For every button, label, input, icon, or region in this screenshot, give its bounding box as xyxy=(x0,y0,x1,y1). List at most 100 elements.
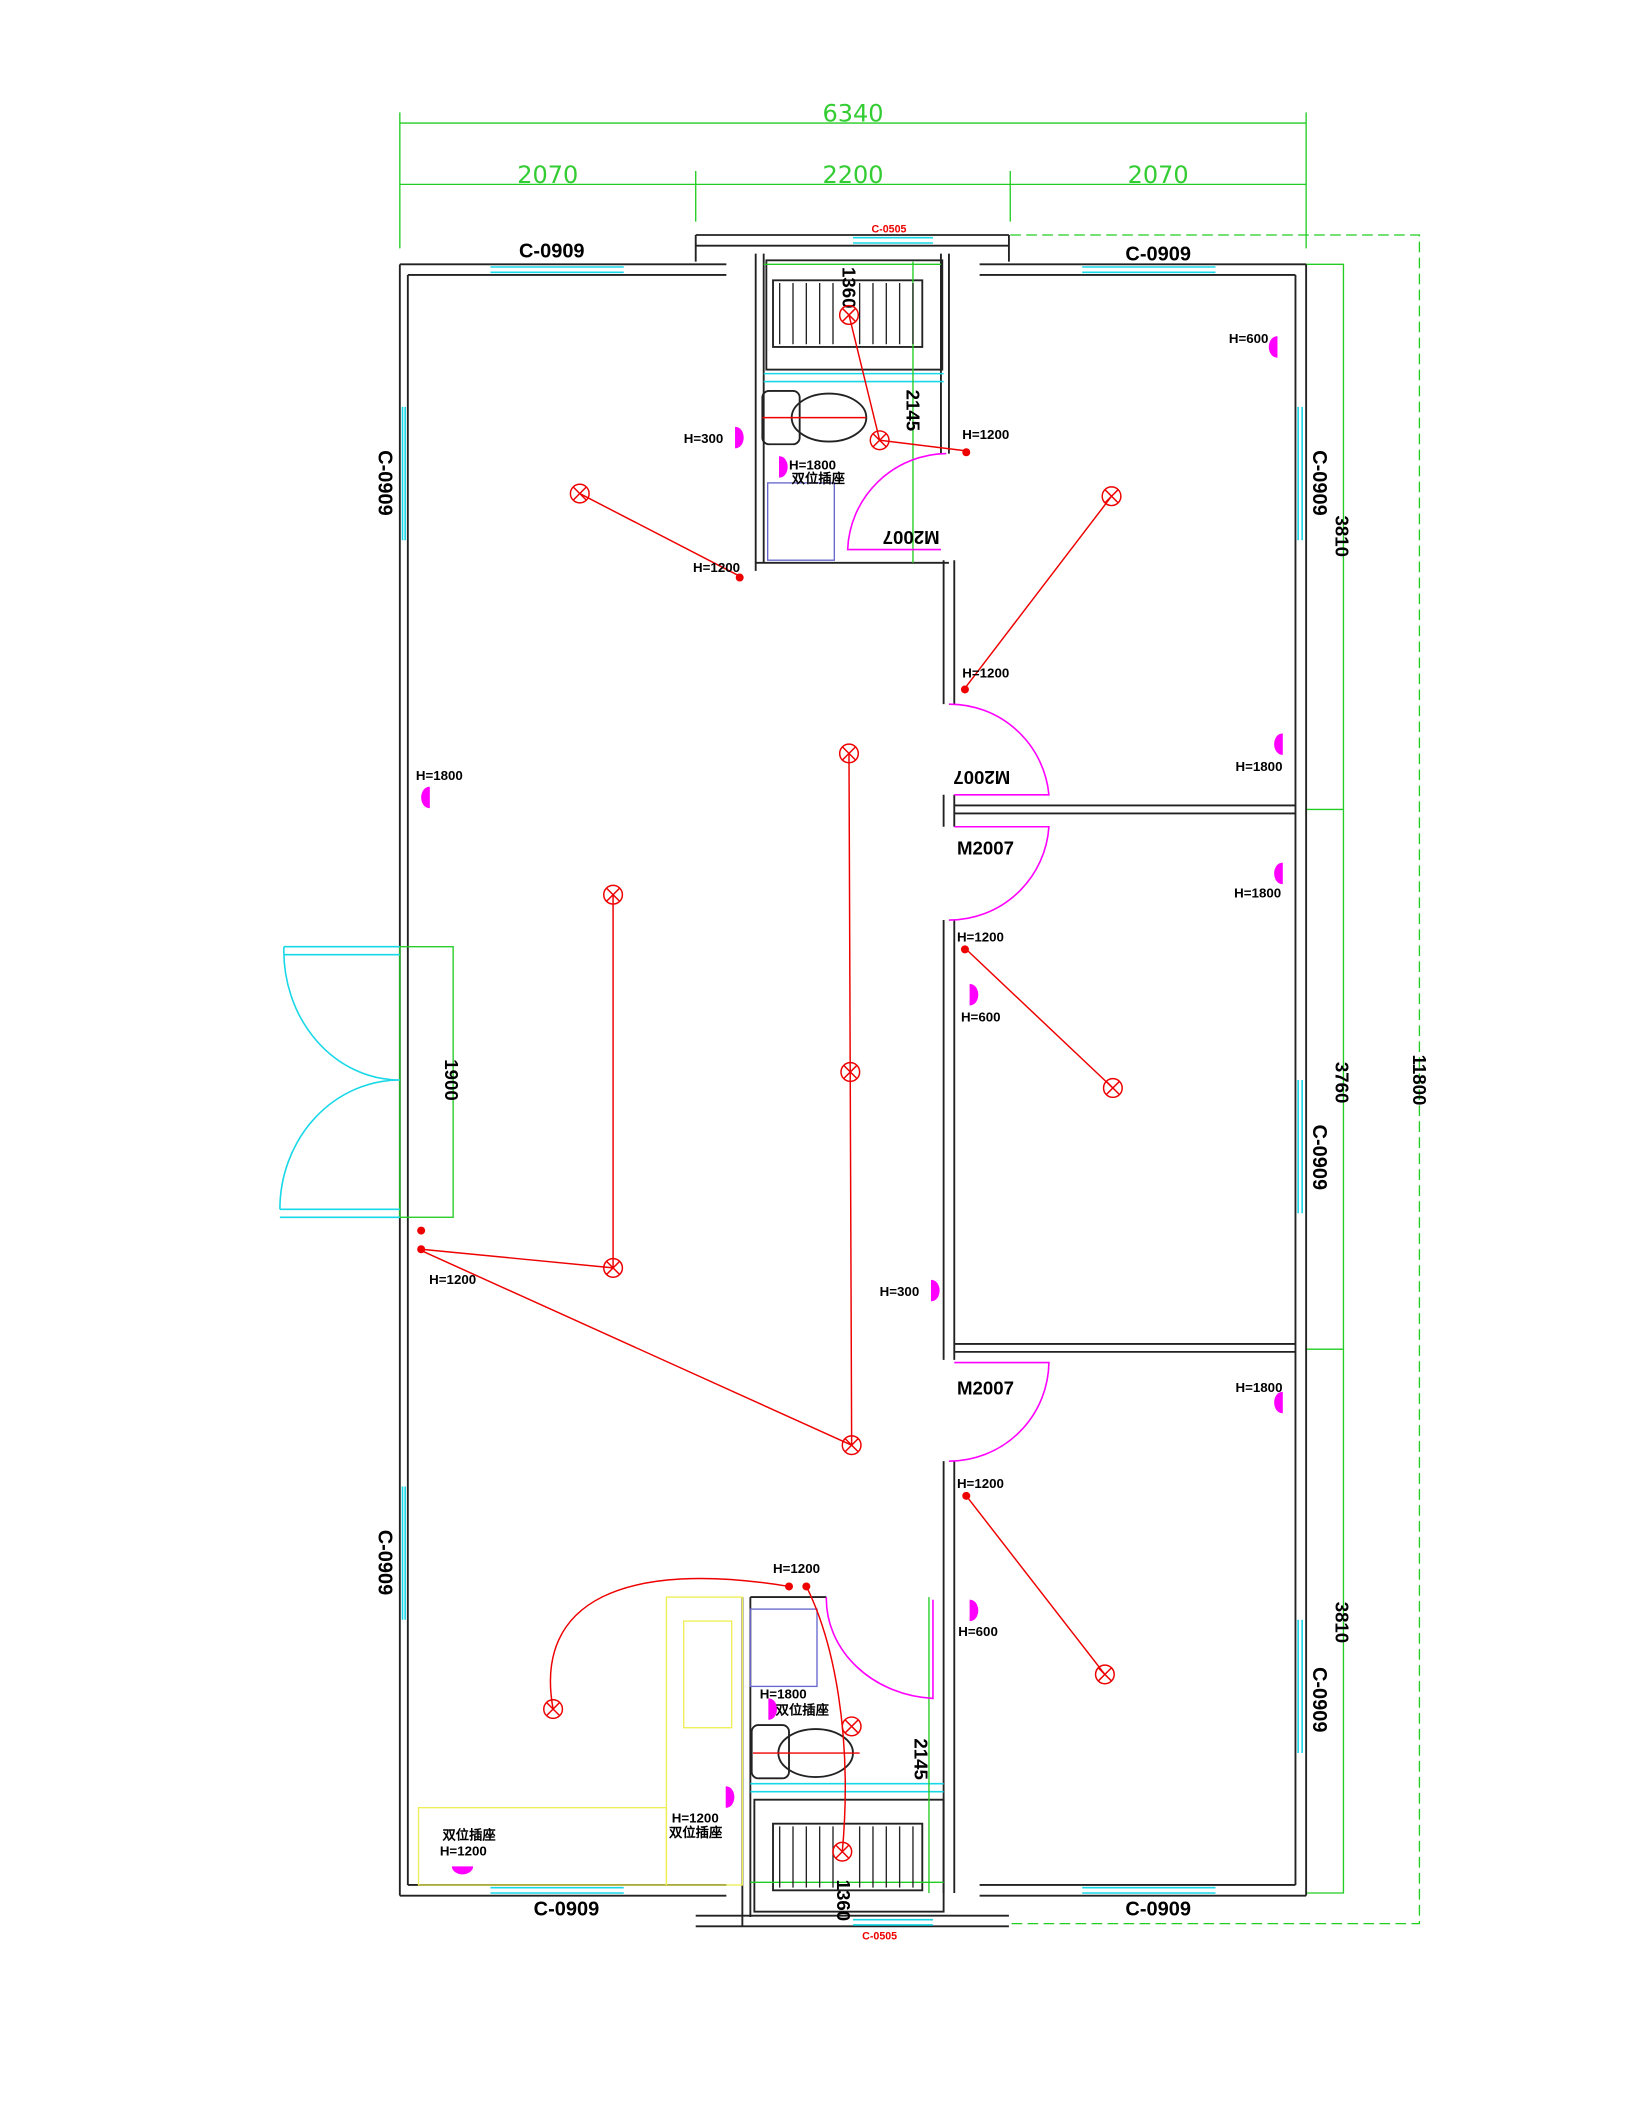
door-room1-label: M2007 xyxy=(953,767,1010,788)
height-label: H=1200 xyxy=(693,560,740,575)
ceiling-light-icon xyxy=(1101,486,1122,507)
height-label: H=1200 xyxy=(672,1810,719,1825)
socket-type-label: 双位插座 xyxy=(776,1701,830,1717)
height-label: H=600 xyxy=(1229,331,1269,346)
window-top-right-label: C-0909 xyxy=(1125,243,1191,265)
sink-icon xyxy=(767,482,835,561)
socket-icon xyxy=(969,1599,979,1622)
ceiling-light-icon xyxy=(603,884,624,905)
window-bath-top-label: C-0505 xyxy=(871,223,906,235)
counter xyxy=(417,1807,668,1886)
socket-icon xyxy=(969,984,979,1006)
window-bottom-left-label: C-0909 xyxy=(534,1899,600,1921)
switch-icon xyxy=(960,945,969,954)
dim-top-mid: 2200 xyxy=(822,161,883,189)
dim-top-right: 2070 xyxy=(1128,161,1189,189)
socket-icon xyxy=(735,426,744,449)
ceiling-lights xyxy=(543,304,1123,1862)
door-room3-label: M2007 xyxy=(957,1378,1014,1399)
socket-icon xyxy=(1274,862,1283,885)
ceiling-light-icon xyxy=(1094,1664,1115,1685)
socket-icon xyxy=(451,1866,474,1875)
ceiling-light-icon xyxy=(869,430,890,451)
dim-bath-bottom-height: 2145 xyxy=(910,1738,931,1779)
height-label: H=1200 xyxy=(962,427,1009,442)
height-label: H=1200 xyxy=(957,929,1004,944)
height-label: H=1800 xyxy=(760,1686,807,1701)
sink-icon xyxy=(749,1608,818,1688)
ceiling-light-icon xyxy=(838,304,860,326)
height-label: H=1800 xyxy=(416,768,463,783)
height-label: H=1800 xyxy=(1235,759,1282,774)
ceiling-light-icon xyxy=(841,1435,862,1456)
dim-bath-top-height: 2145 xyxy=(902,390,923,431)
height-label: H=1200 xyxy=(773,1561,820,1576)
height-label: H=1200 xyxy=(957,1476,1004,1491)
height-labels: H=600 H=300 H=1200 H=1800 双位插座 H=1200 H=… xyxy=(416,331,1283,1859)
ceiling-light-icon xyxy=(1102,1077,1123,1099)
ceiling-light-icon xyxy=(832,1841,853,1862)
height-label: H=600 xyxy=(961,1009,1001,1024)
socket-icon xyxy=(1274,1391,1283,1414)
ceiling-light-icon xyxy=(543,1699,564,1720)
height-label: H=1200 xyxy=(962,665,1009,680)
window-bottom-right-label: C-0909 xyxy=(1125,1899,1191,1921)
toilet-icon xyxy=(750,1724,854,1780)
window-top-left-label: C-0909 xyxy=(519,241,585,263)
socket-icon xyxy=(421,786,430,809)
dim-bath-top-width: 1360 xyxy=(838,267,859,308)
switch-icon xyxy=(735,573,744,582)
socket-type-label: 双位插座 xyxy=(442,1827,496,1843)
socket-icon xyxy=(1268,336,1278,358)
socket-icon xyxy=(779,456,788,478)
ceiling-light-icon xyxy=(838,743,860,764)
bathroom-fixtures xyxy=(417,282,914,1888)
height-label: H=1800 xyxy=(1235,1380,1282,1395)
window-left-upper-label: C-0909 xyxy=(374,450,396,516)
dim-total-width: 6340 xyxy=(822,100,883,128)
switch-icon xyxy=(962,448,971,457)
height-label: H=1200 xyxy=(440,1844,487,1859)
dim-entrance: 1900 xyxy=(441,1059,462,1100)
socket-icon xyxy=(930,1279,940,1302)
ceiling-light-icon xyxy=(840,1061,861,1083)
dimension-lines: 6340 2070 2200 2070 3810 3760 3810 11800 xyxy=(399,100,1430,1925)
socket-type-label: 双位插座 xyxy=(792,470,846,486)
windows: C-0909 C-0909 C-0909 C-0909 C-0909 C-090… xyxy=(374,223,1330,1942)
height-label: H=300 xyxy=(880,1284,920,1299)
dim-total-length: 11800 xyxy=(1409,1055,1430,1106)
ceiling-light-icon xyxy=(603,1257,624,1278)
height-label: H=600 xyxy=(958,1624,998,1639)
dim-top-left: 2070 xyxy=(517,161,578,189)
switch-icon xyxy=(785,1582,794,1591)
door-bath-top-label: M2007 xyxy=(883,527,940,548)
dim-right-mid: 3760 xyxy=(1331,1062,1352,1103)
switch-icon xyxy=(417,1226,426,1235)
height-label: H=1800 xyxy=(1234,885,1281,900)
window-left-lower-label: C-0909 xyxy=(374,1530,396,1596)
switches xyxy=(417,448,971,1591)
dim-bath-bottom-width: 1360 xyxy=(833,1880,854,1921)
bathroom-dimensions: 1360 2145 1360 2145 xyxy=(750,261,944,1921)
dim-right-bottom: 3810 xyxy=(1331,1602,1352,1643)
socket-icon xyxy=(768,1698,778,1720)
switch-icon xyxy=(962,1491,971,1500)
window-bath-bottom-label: C-0505 xyxy=(862,1931,897,1943)
counter xyxy=(665,1596,744,1886)
dim-right-top: 3810 xyxy=(1331,515,1352,556)
switch-icon xyxy=(417,1245,426,1254)
socket-icon xyxy=(725,1786,735,1808)
switch-icon xyxy=(960,685,969,694)
door-room2-label: M2007 xyxy=(957,838,1014,859)
window-right-lower-label: C-0909 xyxy=(1308,1667,1330,1733)
entrance-door: 1900 xyxy=(279,945,462,1219)
socket-icon xyxy=(1274,733,1283,755)
ceiling-light-icon xyxy=(841,1716,862,1737)
interior-doors: M2007 M2007 M2007 M2007 xyxy=(825,452,1050,1700)
sockets xyxy=(421,336,1283,1875)
height-label: H=1200 xyxy=(429,1272,476,1287)
window-right-mid-label: C-0909 xyxy=(1308,1125,1330,1191)
socket-type-label: 双位插座 xyxy=(669,1824,723,1840)
window-right-upper-label: C-0909 xyxy=(1308,450,1330,516)
